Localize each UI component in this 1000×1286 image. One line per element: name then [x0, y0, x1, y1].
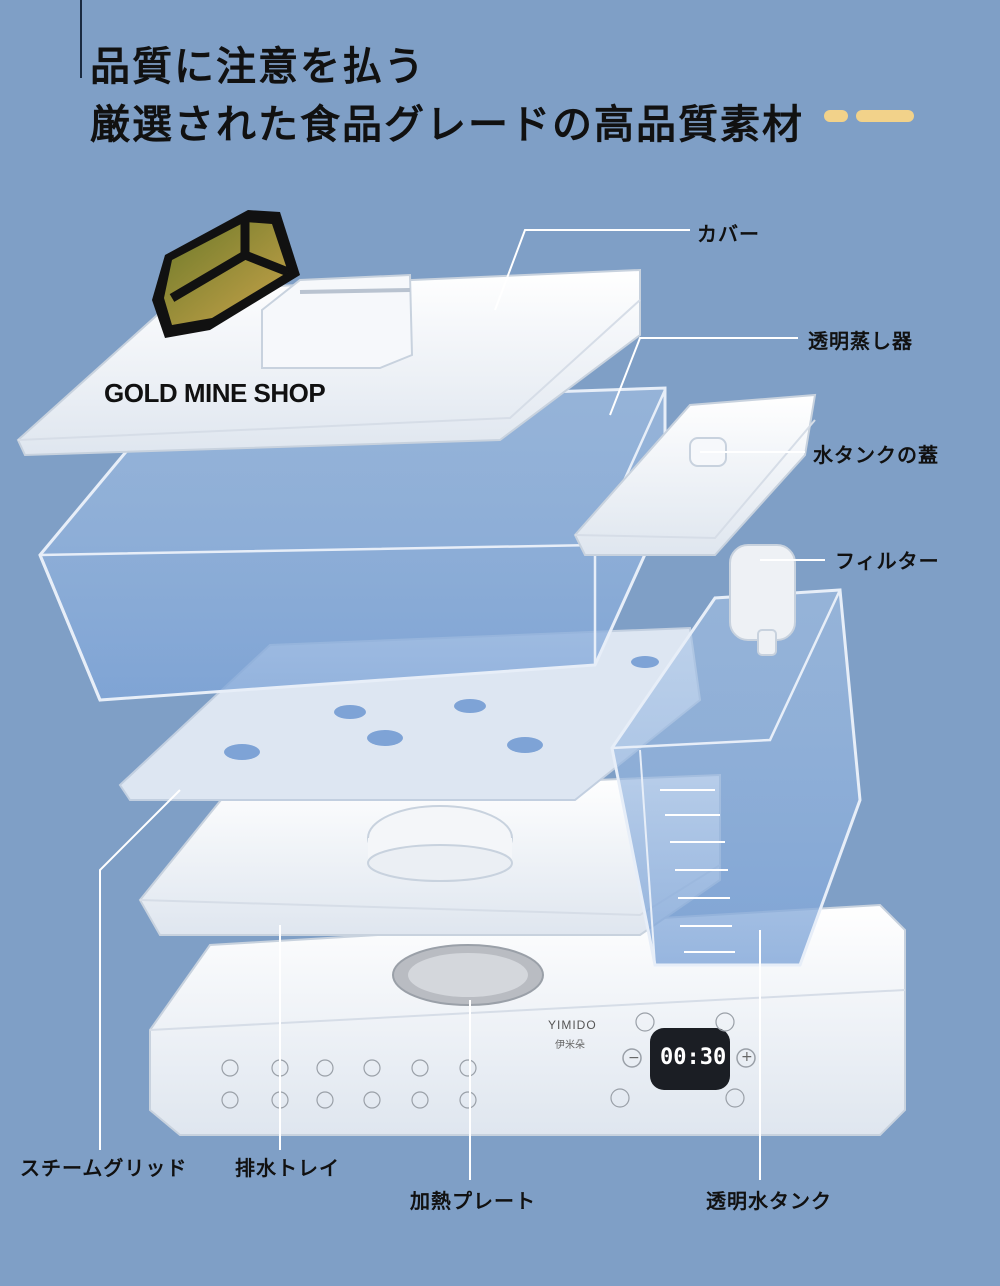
timer-display: 00:30	[660, 1045, 727, 1070]
label-steam-grid: スチームグリッド	[20, 1156, 188, 1180]
label-transparent-water-tank: 透明水タンク	[706, 1189, 832, 1213]
filter	[729, 544, 796, 656]
headline-line-1: 品質に注意を払う	[90, 44, 426, 90]
drain-tray	[138, 773, 721, 936]
label-filter: フィルター	[835, 549, 940, 573]
headline-divider	[80, 0, 82, 78]
label-heating-plate: 加熱プレート	[410, 1189, 536, 1213]
device-brand-sub: 伊米朵	[555, 1040, 585, 1051]
accent-dot	[824, 110, 848, 122]
label-cover: カバー	[697, 222, 760, 246]
label-drain-tray: 排水トレイ	[235, 1156, 340, 1180]
label-transparent-steamer: 透明蒸し器	[808, 329, 913, 353]
shop-watermark: GOLD MINE SHOP	[104, 378, 326, 408]
minus-button-symbol: −	[628, 1050, 640, 1066]
headline-line-2: 厳選された食品グレードの高品質素材	[90, 102, 804, 148]
leader-lines	[99, 229, 825, 1180]
device-brand: YIMIDO	[548, 1018, 597, 1032]
plus-button-symbol: +	[741, 1049, 753, 1065]
water-tank	[610, 588, 862, 967]
gold-bar-logo-icon	[152, 210, 300, 338]
label-water-tank-lid: 水タンクの蓋	[813, 443, 939, 467]
accent-dash	[856, 110, 914, 122]
water-tank-lid	[573, 393, 817, 556]
